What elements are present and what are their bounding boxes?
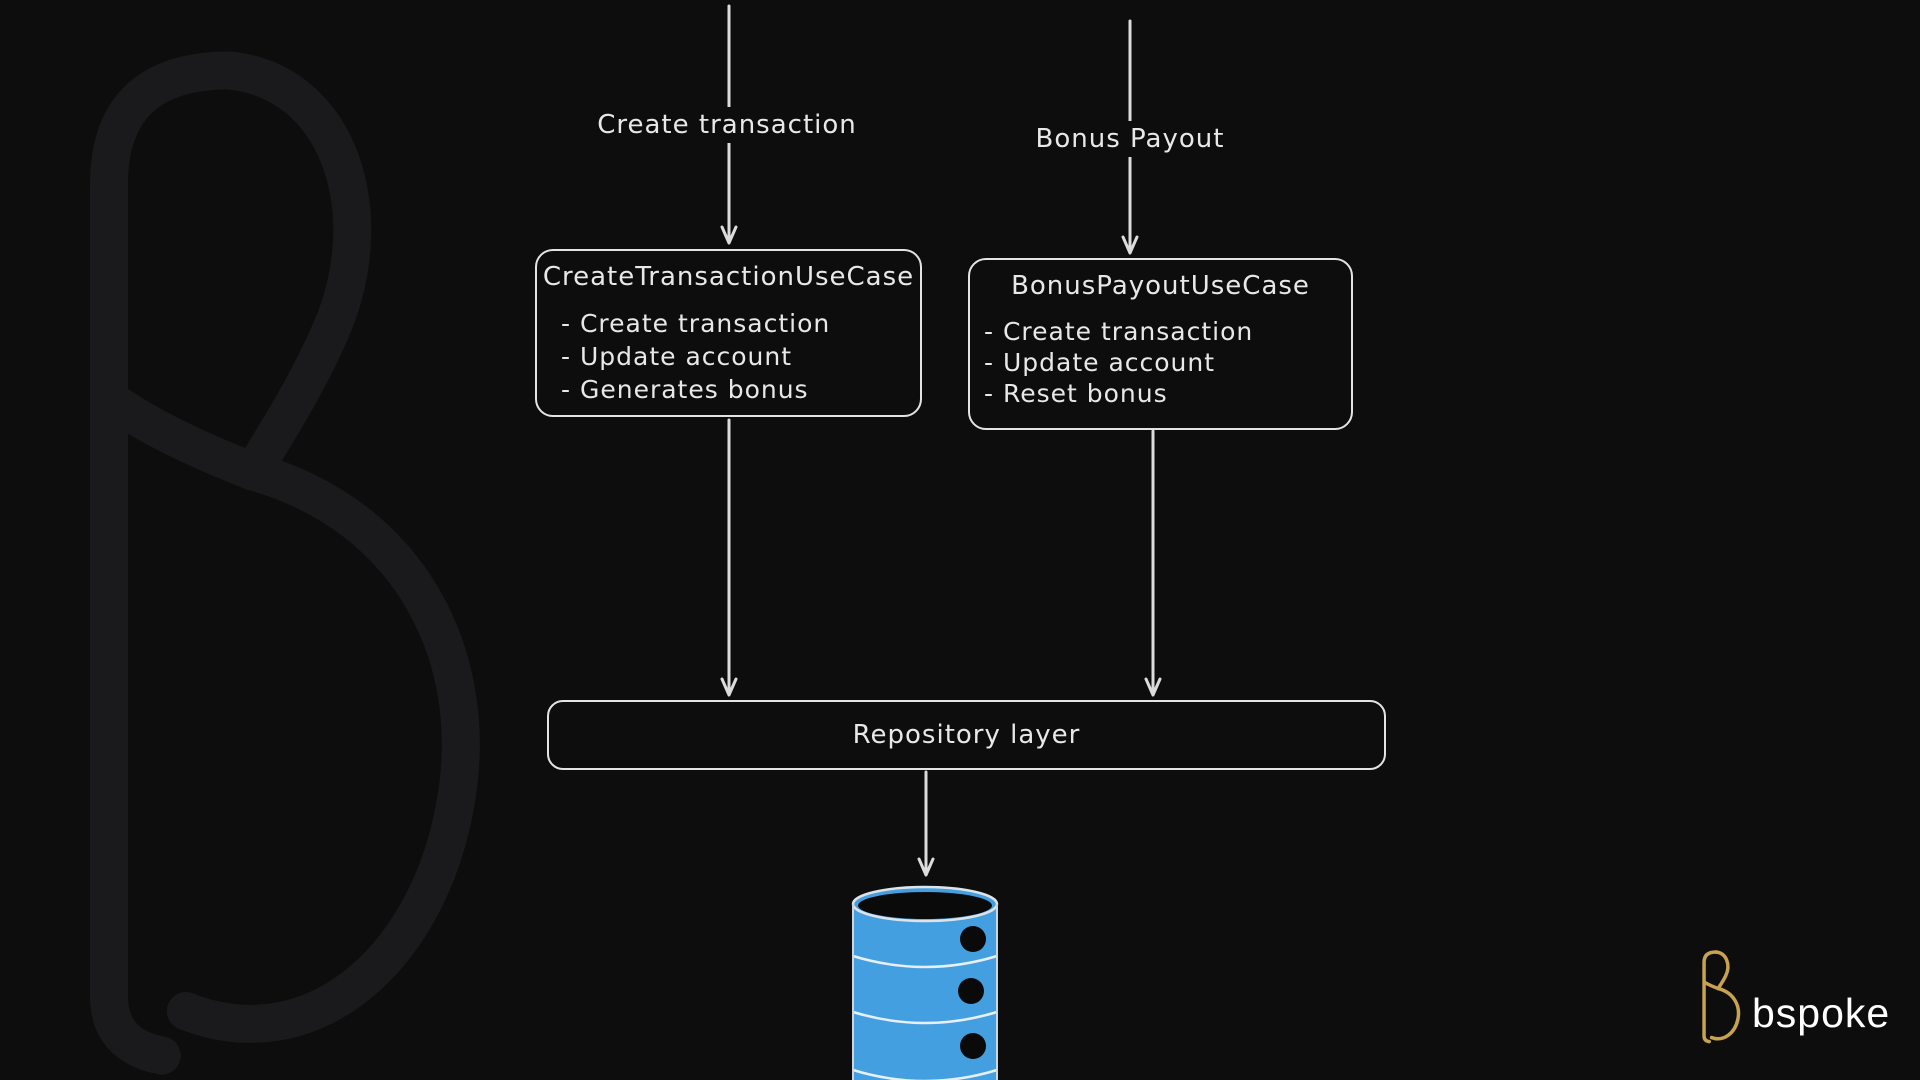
node-item: - Create transaction [984, 317, 1254, 346]
node-item-list: - Create transaction - Update account - … [970, 316, 1351, 409]
node-item: - Reset bonus [984, 379, 1168, 408]
arrow-create-to-repository [720, 418, 738, 697]
node-create-transaction-use-case: CreateTransactionUseCase - Create transa… [535, 249, 922, 417]
node-item: - Update account [984, 348, 1216, 377]
node-item-list: - Create transaction - Update account - … [537, 307, 920, 406]
node-bonus-payout-use-case: BonusPayoutUseCase - Create transaction … [968, 258, 1353, 430]
bspoke-wordmark: bspoke [1752, 990, 1891, 1036]
node-item: - Update account [561, 342, 793, 371]
flow-label-create-transaction: Create transaction [585, 107, 869, 143]
node-item: - Generates bonus [561, 375, 809, 404]
arrow-bonus-to-repository [1144, 429, 1162, 697]
arrow-repository-to-database [917, 770, 935, 877]
node-title: Repository layer [852, 720, 1081, 750]
node-title: BonusPayoutUseCase [1011, 271, 1310, 301]
node-repository-layer: Repository layer [547, 700, 1386, 770]
flow-label-bonus-payout: Bonus Payout [1023, 121, 1237, 157]
node-title: CreateTransactionUseCase [542, 262, 915, 292]
node-item: - Create transaction [561, 309, 831, 338]
database-icon [851, 885, 999, 1080]
